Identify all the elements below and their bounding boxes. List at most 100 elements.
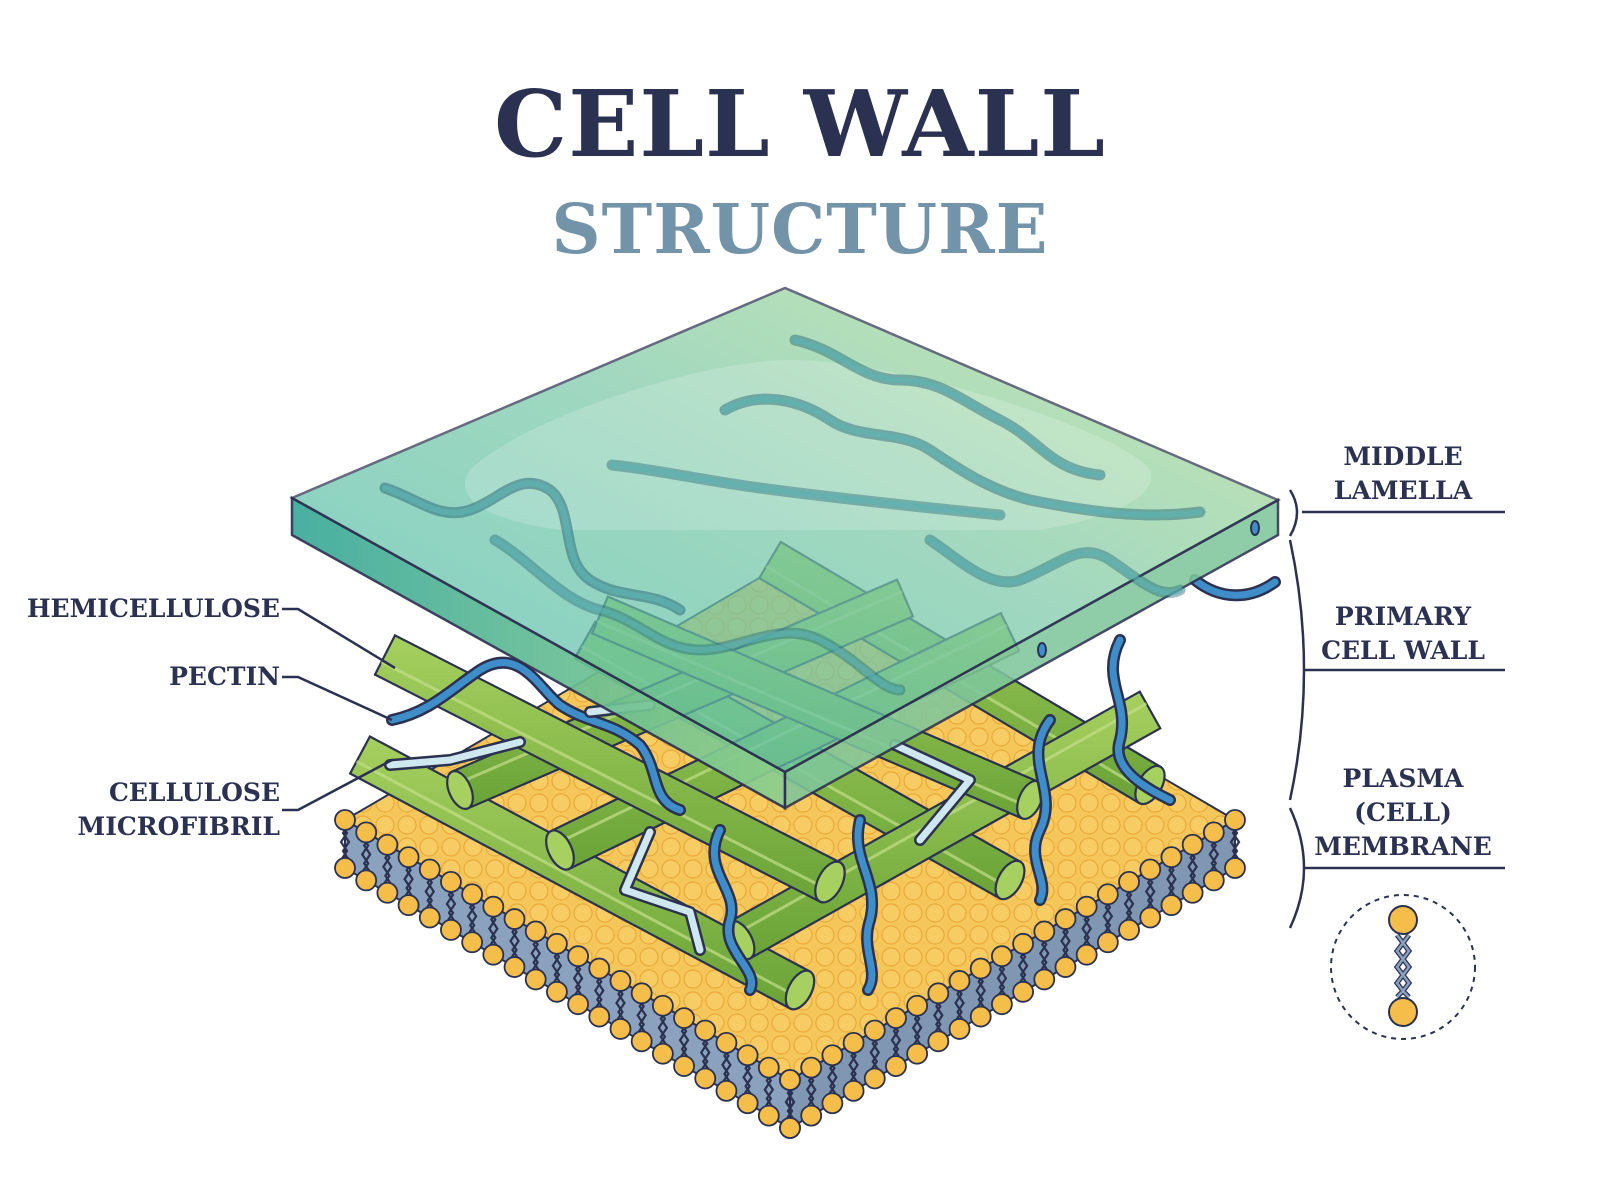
inset-lipid-head	[1388, 997, 1418, 1027]
left-leader-lines	[282, 607, 396, 812]
lipid-head	[800, 1056, 823, 1079]
label-plasma-line3: MEMBRANE	[1314, 832, 1492, 861]
slab-top-face	[289, 286, 1281, 774]
label-hemicellulose: HEMICELLULOSE	[27, 592, 280, 626]
lipid-head	[503, 908, 526, 930]
label-middle-line1: MIDDLE	[1343, 442, 1463, 471]
lipid-head	[863, 1019, 886, 1042]
lipid-head	[588, 1005, 611, 1028]
lipid-head	[397, 894, 420, 917]
lipid-head	[461, 883, 484, 906]
lipid-head	[673, 1007, 695, 1029]
lipid-head	[948, 1018, 971, 1040]
lipid-head	[736, 1092, 759, 1115]
lipid-head	[546, 932, 568, 955]
lipid-head	[1160, 846, 1183, 869]
slab-strand-end	[1037, 642, 1047, 658]
lipid-head	[588, 957, 611, 980]
lipid-head	[630, 982, 653, 1005]
lipid-head	[334, 809, 356, 831]
diagram-title: CELL WALL	[494, 70, 1106, 178]
lipid-head	[418, 906, 441, 929]
label-hemicellulose-text: HEMICELLULOSE	[26, 594, 280, 623]
lipid-head	[906, 994, 929, 1017]
lipid-head	[1224, 857, 1246, 879]
cellulose-leader	[282, 758, 393, 812]
lipid-head	[779, 1069, 801, 1091]
lipid-head	[651, 994, 674, 1017]
pectin-strand	[1191, 576, 1279, 599]
lipid-head	[715, 1079, 738, 1102]
label-middle-line2: LAMELLA	[1333, 476, 1473, 505]
lipid-head	[1033, 920, 1056, 943]
lipid-head	[991, 993, 1013, 1016]
phospholipid-inset	[1330, 894, 1476, 1040]
lipid-head	[821, 1092, 844, 1115]
slab-strand-end	[1250, 520, 1260, 536]
label-pectin-text: PECTIN	[169, 662, 280, 691]
lipid-head	[1096, 931, 1119, 954]
cellulose-fiber-end	[994, 859, 1026, 901]
cellulose-fiber-end	[446, 770, 474, 810]
pectin-strand	[854, 816, 876, 994]
lipid-head	[821, 1044, 844, 1067]
lipid-head	[567, 945, 589, 968]
lipid-head	[927, 1030, 950, 1053]
slab-strand	[382, 480, 683, 613]
label-middle-lamella: MIDDLE LAMELLA	[1303, 440, 1503, 508]
lipid-head	[1139, 858, 1162, 881]
lipid-head	[991, 945, 1013, 968]
lipid-head	[355, 869, 378, 892]
hemicellulose-strand	[891, 741, 974, 844]
lipid-head	[1054, 908, 1077, 930]
lipid-head	[440, 919, 462, 941]
lipid-head	[948, 970, 971, 992]
right-brackets	[1288, 489, 1505, 929]
lipid-head	[1139, 906, 1162, 929]
inset-lipid-head	[1388, 905, 1418, 935]
plasma-membrane-bracket	[1288, 807, 1306, 929]
slab-strand	[609, 462, 1003, 518]
lipid-head	[355, 821, 378, 844]
lipid-head	[1075, 943, 1098, 966]
inset-lipid-tail	[1395, 934, 1405, 998]
lipid-head	[1202, 869, 1225, 892]
slab-strand	[492, 537, 903, 693]
lipid-head	[757, 1056, 780, 1079]
hemicellulose-strand	[386, 738, 524, 769]
lipid-head	[800, 1104, 823, 1127]
lipid-head	[567, 993, 589, 1016]
lipid-head	[673, 1055, 695, 1077]
lipid-head	[842, 1031, 865, 1054]
label-plasma-membrane: PLASMA (CELL) MEMBRANE	[1303, 762, 1503, 864]
label-pectin: PECTIN	[169, 660, 280, 694]
cellulose-fiber-end	[814, 860, 846, 904]
lipid-head	[609, 1018, 632, 1040]
lipid-head	[482, 895, 505, 918]
pectin-strands	[386, 574, 1281, 996]
lipid-head	[927, 982, 950, 1005]
lipid-head	[1160, 894, 1183, 917]
lipid-head	[736, 1044, 759, 1067]
label-primary-line1: PRIMARY	[1334, 602, 1472, 631]
lipid-head	[1054, 956, 1077, 978]
lipid-head	[885, 1055, 907, 1077]
lipid-head	[694, 1067, 717, 1090]
slab-strand	[927, 537, 1183, 596]
label-plasma-line1: PLASMA	[1342, 764, 1464, 793]
pectin-strand	[1031, 716, 1054, 904]
hemicellulose-leader	[282, 607, 396, 670]
label-cellulose-line2: MICROFIBRIL	[77, 812, 280, 841]
diagram-subtitle: STRUCTURE	[551, 190, 1049, 270]
lipid-heads-top-left	[334, 809, 801, 1091]
lipid-head	[397, 846, 420, 869]
lipid-head	[482, 943, 505, 966]
lipid-head	[376, 881, 399, 904]
lipid-head	[524, 968, 547, 991]
lipid-head	[1033, 968, 1056, 991]
cellulose-fiber-highlight	[355, 760, 798, 998]
lipid-head	[1181, 881, 1204, 904]
lipid-head	[503, 956, 526, 978]
lipid-head	[334, 857, 356, 879]
